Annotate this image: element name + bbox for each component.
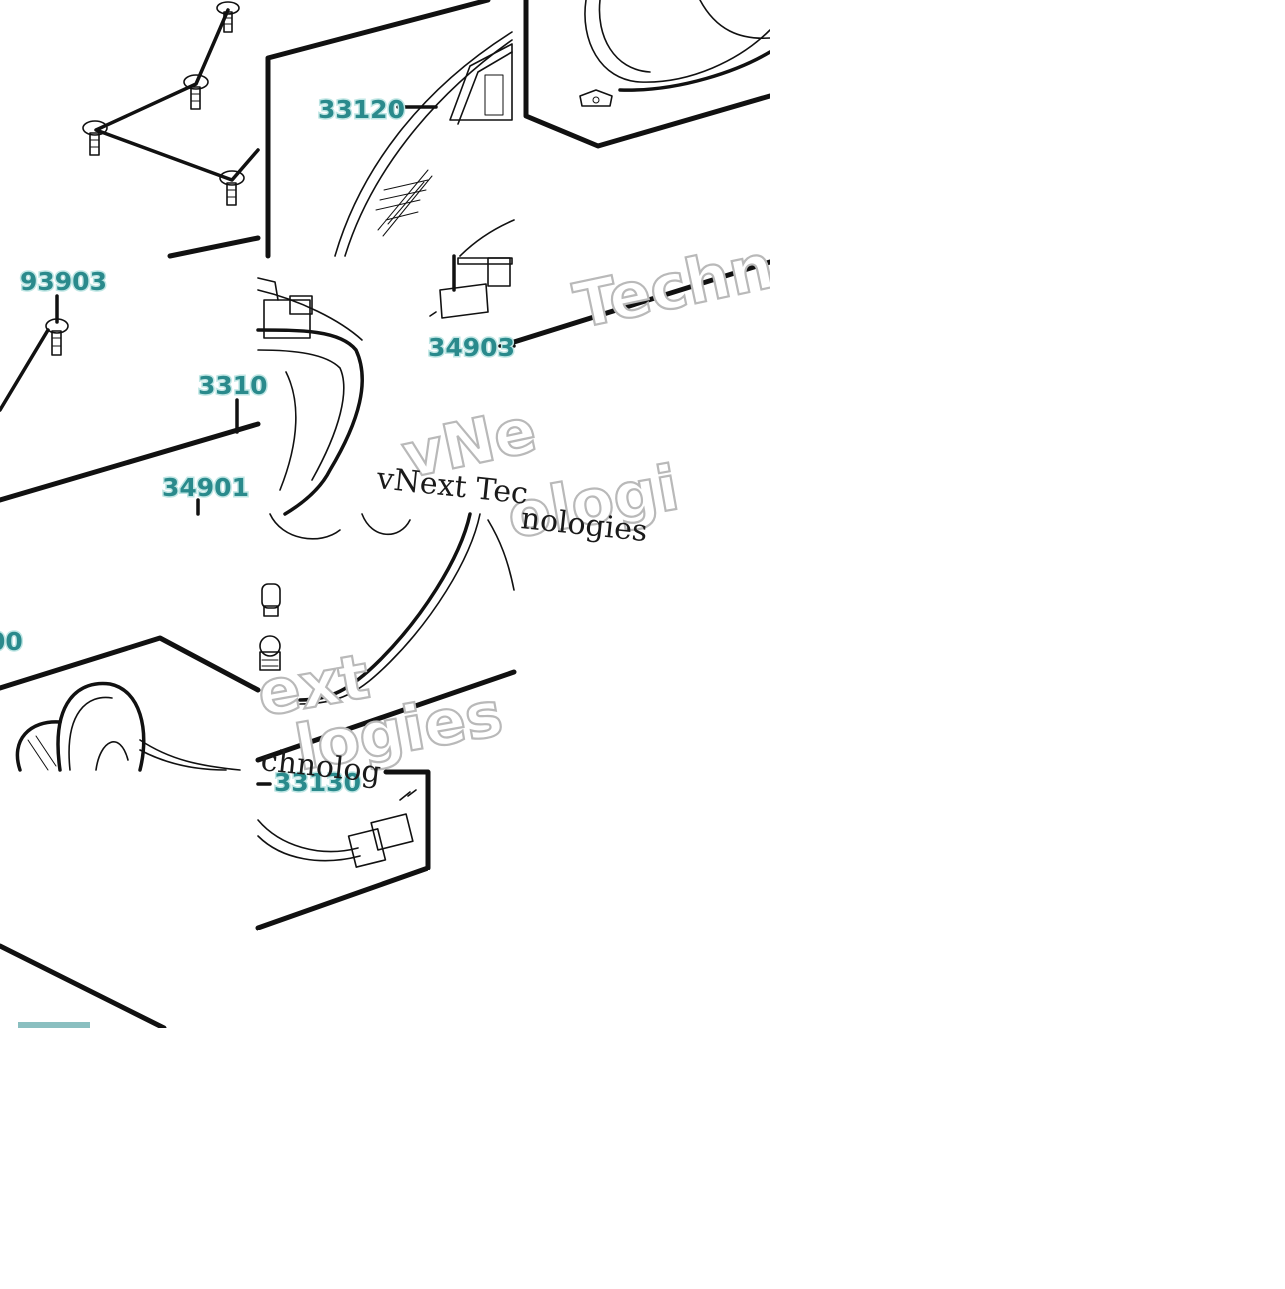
- headlight-assembly: [256, 254, 516, 516]
- connector-panel: [255, 769, 431, 931]
- part-number-00: 00: [0, 627, 23, 656]
- panel-right: [511, 259, 773, 345]
- bulb-icon: [261, 583, 281, 617]
- connector-icon: [347, 789, 417, 868]
- part-number-93903: 93903: [20, 267, 107, 296]
- screw-icon: [219, 170, 245, 206]
- part-number-3310: 3310: [198, 371, 268, 400]
- truncated-label-bottom: [18, 1022, 90, 1028]
- screw-icon: [216, 1, 240, 33]
- screw-icon: [45, 318, 69, 356]
- part-number-34903: 34903: [428, 333, 515, 362]
- bulb-icon: [429, 257, 513, 319]
- part-number-34901: 34901: [162, 473, 249, 502]
- headlight-housing: [265, 0, 515, 259]
- panel-bottom-left: [0, 943, 167, 1031]
- reflector-unit: [523, 0, 773, 149]
- socket-icon: [259, 635, 281, 671]
- grille-hatch: [375, 169, 433, 237]
- screw-icon: [82, 120, 108, 156]
- wiring-harness: [255, 512, 517, 763]
- part-number-33120: 33120: [318, 95, 405, 124]
- part-number-33130: 33130: [274, 768, 361, 797]
- socket-assembly: [0, 498, 261, 772]
- screw-group-top: [82, 1, 261, 259]
- screw-and-panel-left: [0, 294, 261, 503]
- screw-icon: [183, 74, 209, 110]
